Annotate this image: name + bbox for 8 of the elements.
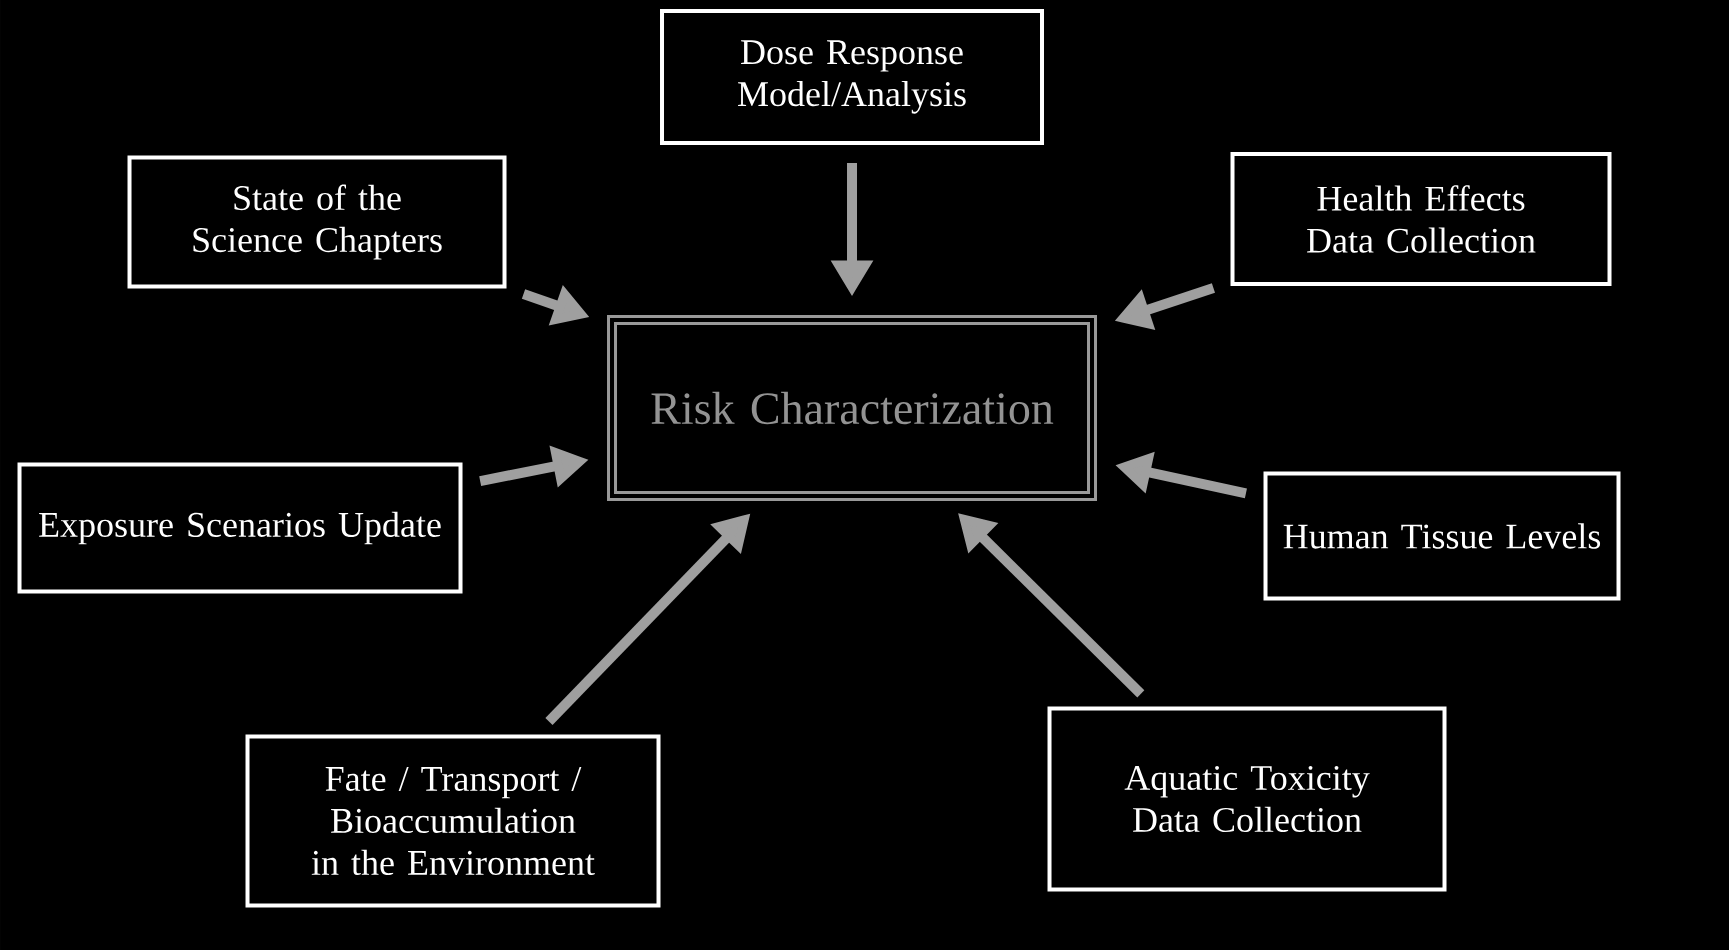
process-box: Health Effects Data Collection <box>1230 152 1612 286</box>
process-box: Exposure Scenarios Update <box>17 462 463 594</box>
process-box: Dose Response Model/Analysis <box>660 9 1044 145</box>
process-box: State of the Science Chapters <box>127 155 507 289</box>
process-box: Human Tissue Levels <box>1263 471 1621 601</box>
process-box: Aquatic Toxicity Data Collection <box>1047 706 1447 892</box>
process-box: Fate / Transport / Bioaccumulation in the Environment <box>245 734 661 908</box>
center-box: Risk Characterization <box>607 315 1097 501</box>
